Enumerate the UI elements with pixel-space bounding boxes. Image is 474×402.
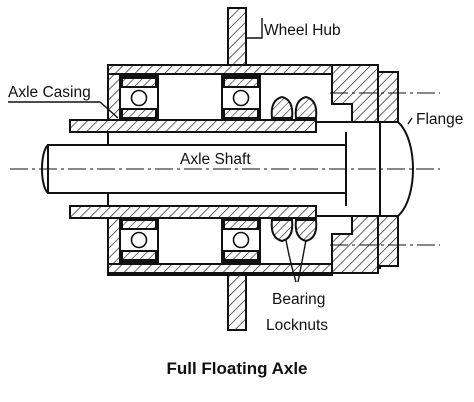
bearing-top-left	[119, 75, 159, 121]
bearing-bottom-right	[221, 217, 261, 263]
locknuts-bottom	[270, 219, 318, 243]
wheel-hub-leader	[246, 18, 263, 39]
axle-casing	[69, 119, 317, 219]
label-wheel-hub: Wheel Hub	[264, 22, 341, 39]
label-bearing: Bearing	[272, 291, 325, 308]
bearing-leader-2	[297, 239, 307, 283]
bearing-bottom-left	[119, 217, 159, 263]
label-locknuts: Locknuts	[266, 317, 328, 334]
bearing-top-right	[221, 75, 261, 121]
locknuts-top	[270, 95, 318, 119]
label-flange: Flange	[416, 111, 463, 128]
flange	[314, 71, 414, 267]
label-axle-casing: Axle Casing	[8, 84, 91, 101]
axle-casing-leader	[8, 101, 119, 119]
label-axle-shaft: Axle Shaft	[180, 151, 251, 168]
flange-leader	[407, 117, 413, 125]
bearing-leader-1	[285, 239, 297, 283]
diagram-caption: Full Floating Axle	[166, 359, 307, 378]
